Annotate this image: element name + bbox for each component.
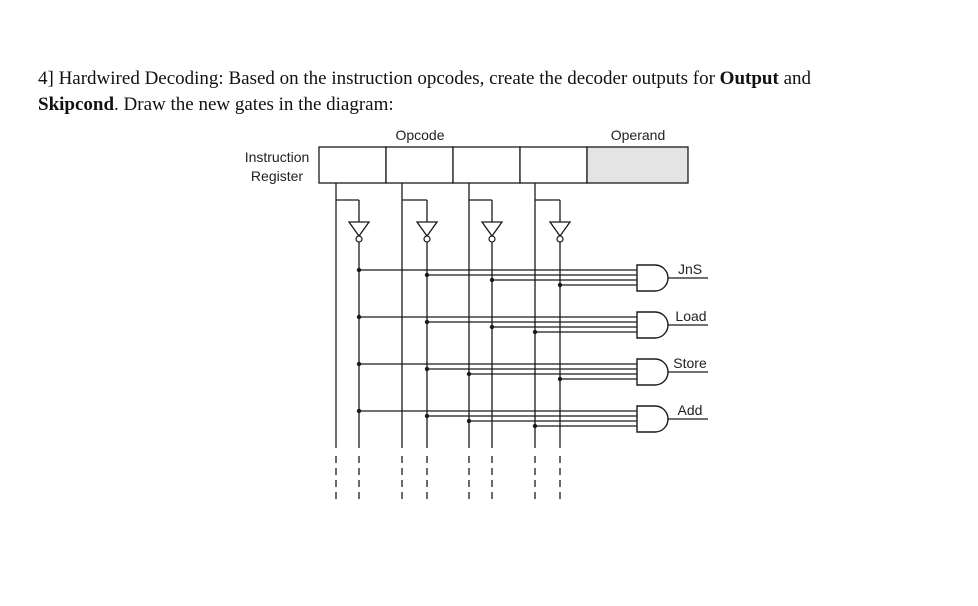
gate-label-load: Load [675, 308, 706, 324]
inverter-bubble [556, 235, 564, 243]
register-label-line2: Register [251, 168, 303, 184]
operand-box [586, 146, 689, 184]
junction-dot [466, 418, 472, 424]
opcode-bit-box [452, 146, 521, 184]
opcode-label: Opcode [395, 127, 444, 143]
inverter-icon [347, 221, 371, 238]
question-prefix: 4] Hardwired Decoding: Based on the inst… [38, 68, 720, 89]
junction-dot [532, 423, 538, 429]
junction-dot [489, 324, 495, 330]
inverter-icon [415, 221, 439, 238]
instruction-register [318, 146, 689, 184]
operand-label: Operand [611, 127, 665, 143]
gate-label-jns: JnS [678, 261, 702, 277]
inverter-bubble [423, 235, 431, 243]
junction-dot [356, 314, 362, 320]
register-label-line1: Instruction [245, 149, 310, 165]
inverter-icon [548, 221, 572, 238]
junction-dot [466, 371, 472, 377]
and-gate-icon [636, 311, 669, 339]
junction-dot [557, 376, 563, 382]
junction-dot [356, 408, 362, 414]
junction-dot [424, 319, 430, 325]
question-suffix: . Draw the new gates in the diagram: [114, 94, 394, 115]
junction-dot [532, 329, 538, 335]
question-mid: and [778, 68, 811, 89]
and-gate-icon [636, 358, 669, 386]
inverter-bubble [488, 235, 496, 243]
junction-dot [424, 272, 430, 278]
opcode-bit-box [318, 146, 387, 184]
gate-label-store: Store [673, 355, 707, 371]
decoder-wiring [335, 183, 708, 500]
and-gate-icon [636, 405, 669, 433]
question-bold-skipcond: Skipcond [38, 94, 115, 115]
inverter-icon [480, 221, 504, 238]
junction-dot [557, 282, 563, 288]
inverter-bubble [355, 235, 363, 243]
opcode-bit-box [519, 146, 588, 184]
opcode-bit-box [385, 146, 454, 184]
junction-dot [424, 413, 430, 419]
junction-dot [424, 366, 430, 372]
junction-dot [356, 361, 362, 367]
question-text: 4] Hardwired Decoding: Based on the inst… [38, 66, 938, 118]
junction-dot [489, 277, 495, 283]
and-gate-icon [636, 264, 669, 292]
gate-label-add: Add [678, 402, 703, 418]
question-bold-output: Output [719, 68, 779, 89]
junction-dot [356, 267, 362, 273]
